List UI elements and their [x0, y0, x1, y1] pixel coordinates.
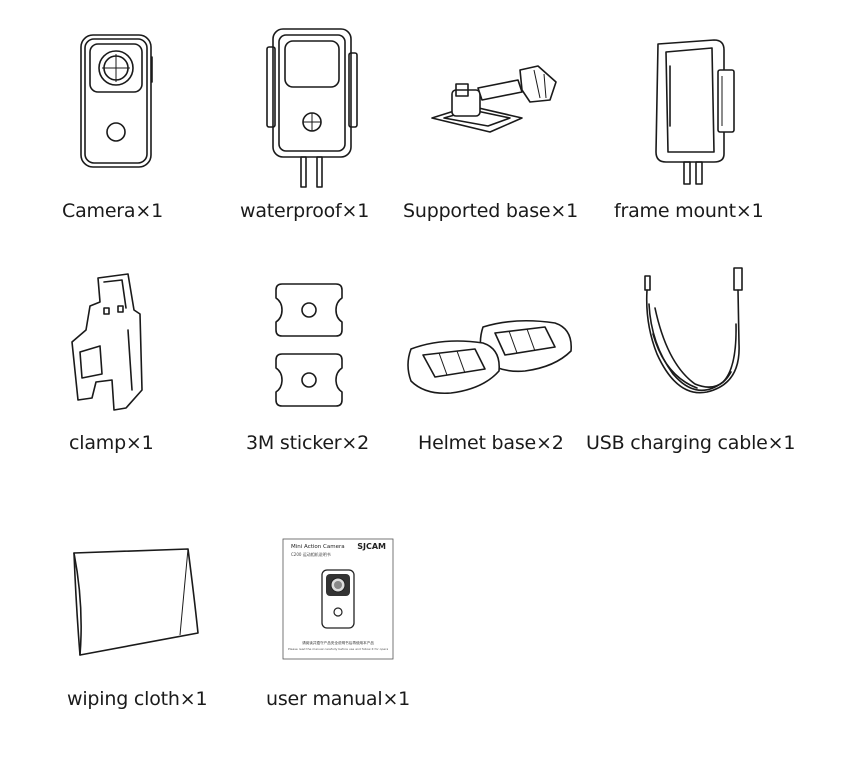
item-label: Helmet base×2	[418, 432, 564, 454]
manual-title: Mini Action Camera	[291, 544, 345, 550]
manual-footer-en: Please read the manual carefully before …	[288, 647, 388, 651]
manual-brand-logo: SJCAM	[357, 542, 386, 551]
item-label: 3M sticker×2	[246, 432, 370, 454]
item-label: user manual×1	[266, 688, 411, 710]
item-label: Camera×1	[62, 200, 163, 222]
wiping-cloth-icon	[70, 545, 205, 665]
helmet-base-icon	[405, 315, 575, 405]
item-label: clamp×1	[69, 432, 154, 454]
item-label: waterproof×1	[240, 200, 370, 222]
camera-icon	[78, 32, 158, 177]
user-manual-icon: Mini Action Camera C200 运动相机说明书 SJCAM 请阅…	[282, 538, 394, 665]
item-label: USB charging cable×1	[586, 432, 796, 454]
supported-base-icon	[430, 60, 560, 145]
frame-mount-icon	[648, 36, 743, 191]
item-label: Supported base×1	[403, 200, 578, 222]
manual-model: C200 运动相机说明书	[291, 552, 331, 557]
waterproof-case-icon	[265, 25, 360, 195]
manual-camera-image	[321, 569, 355, 629]
item-label: wiping cloth×1	[67, 688, 208, 710]
sticker-icon	[270, 280, 350, 415]
clamp-icon	[66, 270, 156, 420]
item-label: frame mount×1	[614, 200, 764, 222]
usb-cable-icon	[637, 264, 757, 409]
manual-footer-cn: 请阅读并遵守产品安全说明书后再使用本产品	[302, 641, 374, 645]
